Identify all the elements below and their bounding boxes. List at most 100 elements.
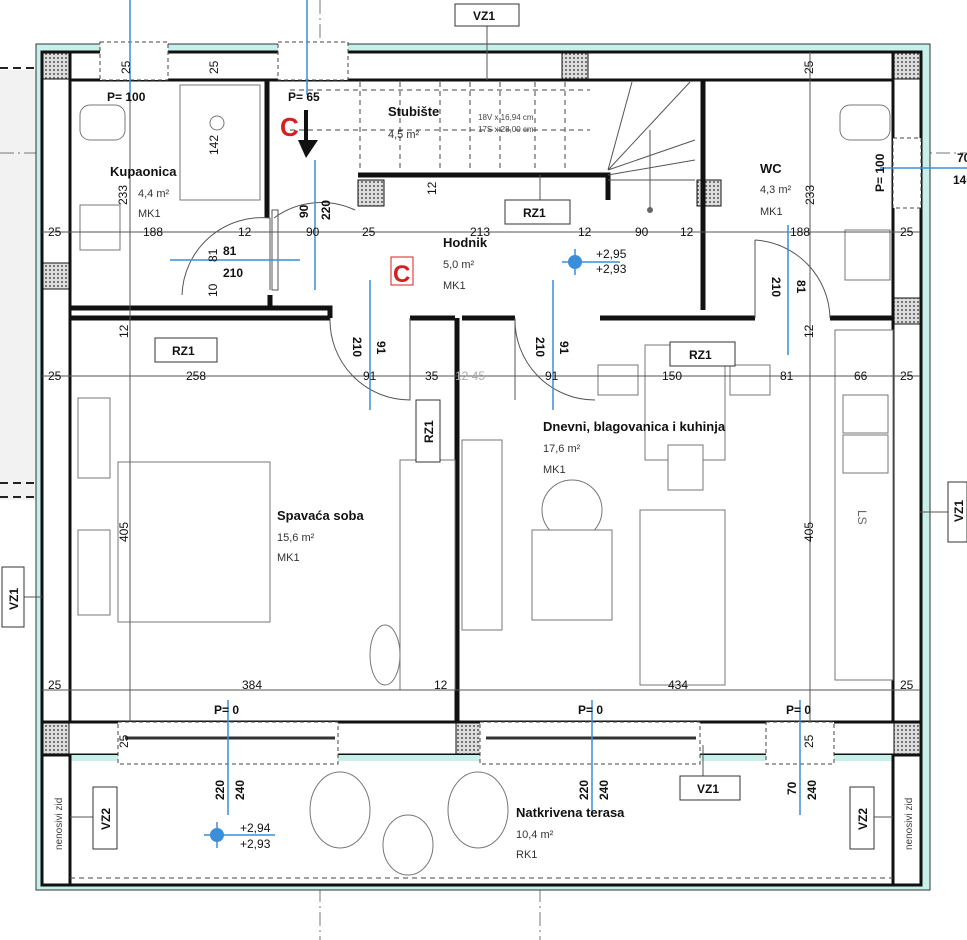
chair: [369, 624, 401, 686]
kitchen-counter: [834, 329, 894, 681]
window-sill-height: P= 0: [786, 703, 811, 717]
dimension: 210: [223, 266, 243, 280]
wardrobe: [461, 439, 503, 631]
bath-sink: [79, 204, 121, 251]
section-marker-box: [390, 256, 414, 286]
dimension: 12: [238, 225, 252, 239]
dimension: 140: [953, 173, 967, 187]
dimension: 25: [900, 678, 914, 692]
window-labels: P= 100 P= 65 P= 100 P= 0 P= 0 P= 0: [107, 90, 887, 717]
dimension: 81: [780, 369, 794, 383]
tag-rz1-living: RZ1: [669, 341, 736, 367]
room-area: 10,4 m²: [516, 829, 554, 841]
chair: [729, 364, 771, 396]
tag-vz1-right: VZ1: [920, 481, 967, 543]
pillars: [42, 52, 921, 755]
dimension: 25: [119, 60, 133, 74]
room-area: 5,0 m²: [443, 259, 475, 271]
room-kupaonica: Kupaonica 4,4 m² MK1: [110, 164, 177, 220]
dimension: 142: [207, 135, 221, 155]
dimension: 258: [186, 369, 206, 383]
room-stubiste: Stubište 4,5 m² 18V x 16,94 cm 17S x 28,…: [388, 104, 534, 141]
terrace-chair: [447, 771, 509, 849]
opening-axes: [129, 0, 967, 815]
room-terasa: Natkrivena terasa 10,4 m² RK1: [516, 805, 625, 861]
dimension: 12: [425, 181, 439, 195]
kitchen-label: LS: [855, 510, 869, 525]
dimension: 25: [802, 734, 816, 748]
dimension: 434: [668, 678, 688, 692]
dimension: 81: [223, 244, 237, 258]
dimension: 91: [374, 341, 388, 355]
chair: [597, 364, 639, 396]
svg-text:RZ1: RZ1: [689, 348, 712, 362]
dimension: 12: [680, 225, 694, 239]
bath-toilet: [79, 104, 126, 141]
dimension: 25: [802, 60, 816, 74]
room-finish: MK1: [138, 208, 161, 220]
room-name: Natkrivena terasa: [516, 805, 625, 820]
dimension: 220: [319, 200, 333, 220]
tag-vz2-left: VZ2: [70, 786, 118, 850]
room-finish: MK1: [543, 464, 566, 476]
svg-text:VZ1: VZ1: [697, 782, 719, 796]
chair: [667, 444, 704, 491]
dimension: 25: [900, 225, 914, 239]
room-name: WC: [760, 161, 782, 176]
tag-vz1-top: VZ1: [454, 3, 520, 80]
dimension: 10: [206, 283, 220, 297]
dimension: 81: [794, 280, 808, 294]
dimension: 90: [306, 225, 320, 239]
svg-text:VZ2: VZ2: [856, 808, 870, 830]
dimension: 405: [117, 522, 131, 542]
shower: [179, 84, 261, 201]
dimension: 25: [117, 734, 131, 748]
dimension: 25: [900, 369, 914, 383]
room-name: Dnevni, blagovanica i kuhinja: [543, 419, 726, 434]
dimension: 233: [116, 185, 130, 205]
dimension: 91: [363, 369, 377, 383]
armchair: [531, 529, 613, 621]
room-finish: MK1: [760, 206, 783, 218]
dimension: 81: [206, 248, 220, 262]
room-finish: MK1: [277, 552, 300, 564]
dimension: 12: [578, 225, 592, 239]
svg-text:RZ1: RZ1: [172, 344, 195, 358]
dimension: 66: [854, 369, 868, 383]
window-sill-height: P= 65: [288, 90, 320, 104]
svg-text:VZ1: VZ1: [952, 500, 966, 522]
nightstand: [77, 397, 111, 479]
room-hodnik: Hodnik 5,0 m² MK1: [443, 235, 488, 292]
room-wc: WC 4,3 m² MK1: [760, 161, 792, 218]
dimension: 405: [802, 522, 816, 542]
dimension: 25: [48, 225, 62, 239]
terrace-table: [382, 814, 434, 876]
tag-vz1-bottom: VZ1: [679, 745, 741, 801]
dimension: 12 45: [455, 369, 485, 383]
sofa: [639, 509, 726, 686]
wardrobe: [399, 459, 456, 691]
tag-vz2-right: VZ2: [849, 786, 893, 850]
level-marker-terrace: +2,94 +2,93: [204, 821, 275, 851]
room-spavaca: Spavaća soba 15,6 m² MK1: [277, 508, 364, 564]
gravel-strip: [0, 67, 40, 500]
tag-rz1-hall: RZ1: [504, 175, 571, 225]
dimension: 240: [233, 780, 247, 800]
furniture: [77, 84, 894, 876]
wall-note: nenosivi zid: [904, 798, 915, 850]
level-marker-hall: +2,95 +2,93: [562, 247, 627, 276]
room-area: 4,3 m²: [760, 184, 792, 196]
dimension: 210: [350, 337, 364, 357]
wall-note: nenosivi zid: [54, 798, 65, 850]
room-dnevni: Dnevni, blagovanica i kuhinja 17,6 m² MK…: [543, 419, 726, 476]
window-sill-height: P= 100: [107, 90, 146, 104]
dimension: 25: [207, 60, 221, 74]
dimension: 25: [48, 678, 62, 692]
terrace-chair: [309, 771, 371, 849]
dimension: 220: [213, 780, 227, 800]
wc-toilet: [839, 104, 891, 141]
dimension: 210: [533, 337, 547, 357]
tag-vz1-left: VZ1: [1, 566, 42, 628]
level-bottom: +2,93: [240, 837, 271, 851]
stair-treads: 17S x 28,00 cm: [478, 125, 534, 134]
